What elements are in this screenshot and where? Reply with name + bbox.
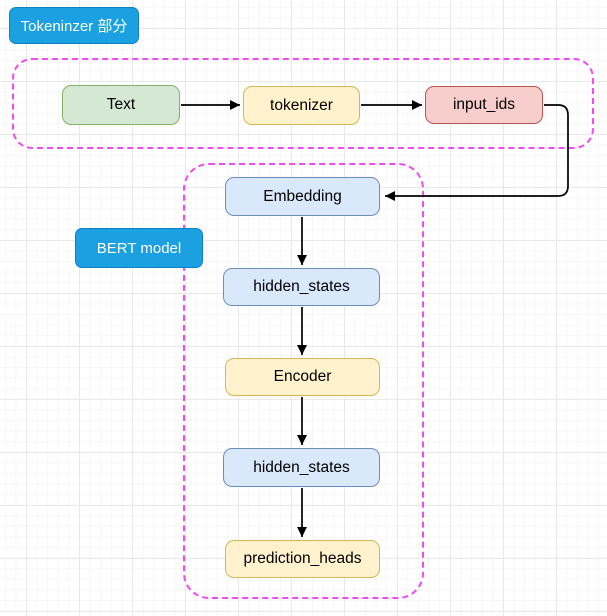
node-hidden-states-2: hidden_states bbox=[223, 448, 380, 487]
node-prediction-heads: prediction_heads bbox=[225, 540, 380, 578]
node-input-ids: input_ids bbox=[425, 86, 543, 124]
arrow-input-ids-to-embedding bbox=[385, 104, 569, 201]
node-encoder: Encoder bbox=[225, 358, 380, 396]
tokenizer-section-container bbox=[12, 58, 594, 149]
tokenizer-section-label: Tokeninzer 部分 bbox=[9, 7, 139, 44]
node-embedding: Embedding bbox=[225, 177, 380, 216]
bert-model-label: BERT model bbox=[75, 228, 203, 268]
node-tokenizer: tokenizer bbox=[243, 86, 360, 125]
node-hidden-states-1: hidden_states bbox=[223, 268, 380, 306]
bert-model-container bbox=[183, 163, 424, 599]
node-text: Text bbox=[62, 85, 180, 125]
